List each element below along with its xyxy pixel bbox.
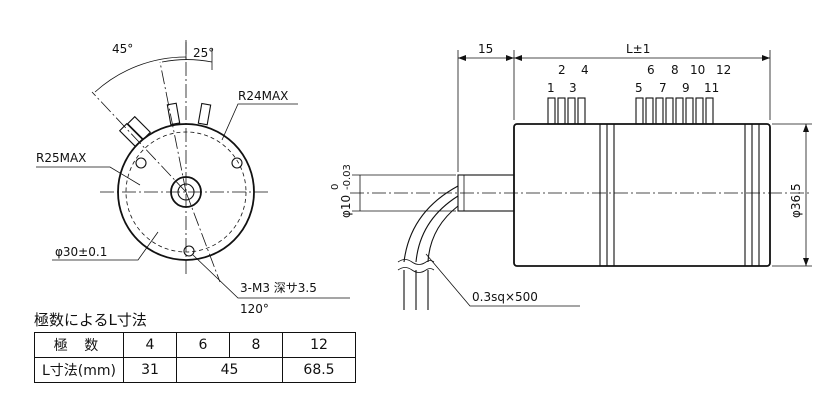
terminal-number: 11 — [704, 81, 719, 95]
table-title: 極数によるL寸法 — [34, 311, 147, 329]
angle-arc-45 — [94, 56, 187, 93]
body-inner-circle — [125, 131, 247, 253]
screw-angle-label: 120° — [240, 302, 269, 316]
table-row: L寸法(mm) 31 45 68.5 — [34, 357, 356, 383]
phi30-leader — [52, 231, 159, 261]
terminal-number: 6 — [647, 63, 655, 77]
terminals — [547, 97, 714, 125]
phi30-label: φ30±0.1 — [55, 245, 107, 259]
screw-hole-bottom — [183, 245, 195, 257]
r25max-leader — [36, 166, 141, 186]
table-cell: 68.5 — [282, 357, 356, 383]
table-cell: 8 — [229, 332, 283, 358]
shaft-outer-circle — [170, 176, 202, 208]
screw-hole-left — [135, 157, 147, 169]
angle-inner-label: 25° — [193, 46, 214, 60]
terminal-number: 3 — [569, 81, 577, 95]
dim-arrow — [458, 55, 466, 61]
dim-arrow — [762, 55, 770, 61]
table-cell: 12 — [282, 332, 356, 358]
side-view: 2 4 6 8 10 12 1 3 5 7 9 11 15 L±1 0 -0.0… — [330, 42, 812, 310]
front-view: 45° 25° R24MAX R25MAX φ30±0.1 3-M3 深サ3.5… — [36, 40, 350, 316]
r24max-leader — [221, 103, 298, 141]
r24max-label: R24MAX — [238, 89, 288, 103]
screw-hole-right — [231, 157, 243, 169]
terminal-number: 8 — [671, 63, 679, 77]
body-circle — [117, 123, 255, 261]
motor-body — [513, 123, 771, 267]
angle-outer-label: 45° — [112, 42, 133, 56]
body-dia-label: φ36.5 — [789, 183, 803, 218]
table-row: 極 数 4 6 8 12 — [34, 332, 356, 358]
shaft-length-label: 15 — [478, 42, 493, 56]
l-dimension-table: 極 数 4 6 8 12 L寸法(mm) 31 45 68.5 — [34, 332, 356, 383]
shaft-dia-label: φ10 — [339, 195, 353, 218]
terminal-number: 9 — [682, 81, 690, 95]
dim-arrow — [514, 55, 522, 61]
r25max-label: R25MAX — [36, 151, 86, 165]
dim-arrow — [506, 55, 514, 61]
body-length-label: L±1 — [626, 42, 650, 56]
dim-arrow — [803, 124, 809, 132]
table-header-label: 極 数 — [34, 332, 124, 358]
terminal-number: 7 — [659, 81, 667, 95]
terminal-number: 5 — [635, 81, 643, 95]
terminal-number: 4 — [581, 63, 589, 77]
terminal-lug-45 — [118, 115, 152, 148]
body-rings — [599, 124, 760, 266]
terminal-lug-25 — [166, 102, 212, 126]
terminal-number: 2 — [558, 63, 566, 77]
table-cell: 31 — [123, 357, 177, 383]
shaft-tol-lower: -0.03 — [342, 164, 353, 190]
cable-leader — [425, 253, 580, 307]
terminal-number: 1 — [547, 81, 555, 95]
screw-leader — [192, 254, 350, 299]
cable-spec-label: 0.3sq×500 — [472, 290, 538, 304]
table-cell: 45 — [176, 357, 283, 383]
angle-arc-25 — [161, 59, 213, 63]
table-cell: 4 — [123, 332, 177, 358]
dim-arrow — [803, 258, 809, 266]
shaft-inner-circle — [177, 183, 195, 201]
front-centerline-120 — [185, 191, 221, 283]
table-row-label: L寸法(mm) — [34, 357, 124, 383]
screw-spec-label: 3-M3 深サ3.5 — [240, 281, 317, 295]
cable — [397, 185, 459, 310]
terminal-number: 12 — [716, 63, 731, 77]
terminal-number: 10 — [690, 63, 705, 77]
front-centerline-25 — [159, 61, 187, 193]
table-cell: 6 — [176, 332, 230, 358]
shaft-tol-upper: 0 — [330, 184, 341, 190]
